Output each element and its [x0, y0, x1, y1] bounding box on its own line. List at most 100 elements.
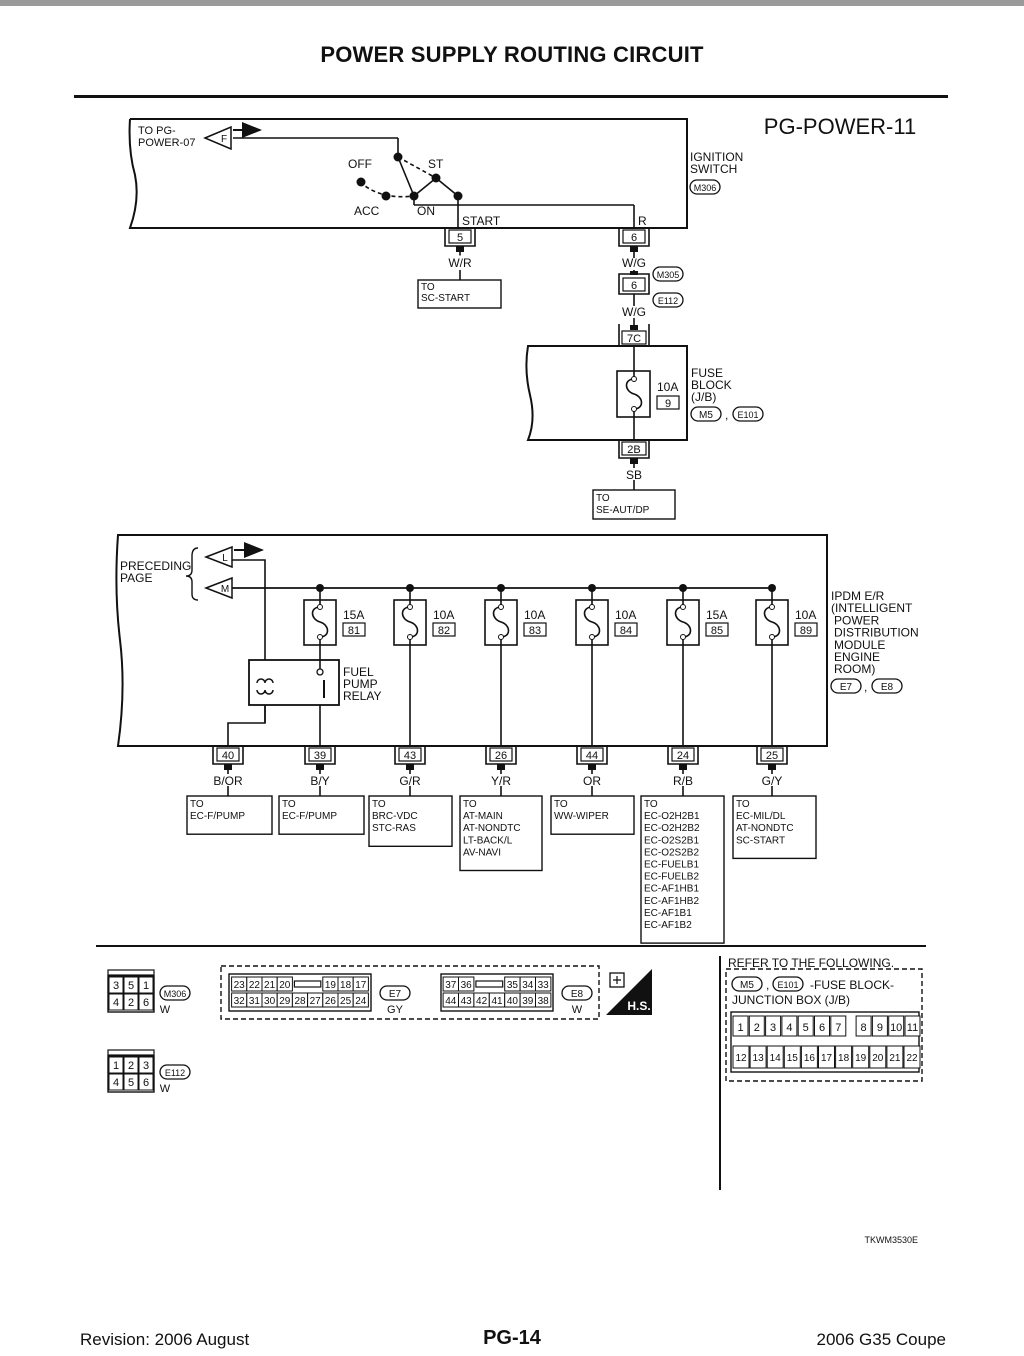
pin-number: 10 — [890, 1022, 902, 1034]
output-dest-line: AT-NONDTC — [736, 823, 794, 834]
output-dest-line: EC-O2H2B1 — [644, 811, 700, 822]
output-dest-line: TO — [554, 799, 568, 810]
footer-page-number: PG-14 — [483, 1327, 541, 1349]
diagram-id: PG-POWER-11 — [764, 114, 916, 139]
joint-connector: 6 — [618, 271, 650, 295]
output-dest-line: TO — [190, 799, 204, 810]
ipdm-fuse-rating: 15A — [706, 608, 727, 622]
connector-color: W — [572, 1004, 583, 1016]
relay-label-3: RELAY — [343, 689, 381, 703]
footer-revision: Revision: 2006 August — [80, 1330, 250, 1349]
ipdm-fuse-rating: 10A — [795, 608, 816, 622]
relay-coil-symbol — [256, 678, 274, 684]
page-title: POWER SUPPLY ROUTING CIRCUIT — [320, 42, 704, 67]
pin-number: 8 — [861, 1022, 867, 1034]
ipdm-label: IPDM E/R(INTELLIGENTPOWERDISTRIBUTIONMOD… — [831, 589, 919, 676]
joint-pin-label: 6 — [631, 280, 637, 292]
pin-2b-label: 2B — [627, 444, 640, 456]
pin-number: 3 — [143, 1060, 149, 1072]
output-dest-line: EC-O2S2B1 — [644, 835, 699, 846]
pin-number: 27 — [310, 996, 322, 1007]
output-wire: B/Y — [310, 774, 329, 788]
ipdm-label-line: (INTELLIGENT — [831, 601, 913, 615]
refer-m5-text: M5 — [740, 980, 754, 991]
connector-e101-text: E101 — [737, 410, 758, 420]
output-wire: G/R — [399, 774, 421, 788]
pin-number: 4 — [113, 1077, 119, 1089]
pin-7c-label: 7C — [627, 333, 641, 345]
connector-f-letter: F — [221, 134, 227, 145]
output-dest-line: EC-O2S2B2 — [644, 847, 699, 858]
fuse-9-symbol — [625, 371, 643, 417]
pin-number: 40 — [507, 996, 519, 1007]
wire-wr-label: W/R — [448, 256, 472, 270]
output-dest-line: AT-NONDTC — [463, 823, 521, 834]
ipdm-fuse-rating: 10A — [433, 608, 454, 622]
pin-number: 34 — [522, 980, 534, 991]
ipdm-fuse-rating: 15A — [343, 608, 364, 622]
wire-wg-label: W/G — [622, 256, 646, 270]
connector-id: M306 — [164, 989, 187, 999]
connector-id: E112 — [165, 1068, 185, 1078]
refer-desc-1: -FUSE BLOCK- — [810, 978, 894, 992]
pin-number: 37 — [445, 980, 457, 991]
fuse-block-label-2: BLOCK — [691, 378, 732, 392]
fuse-9-number: 9 — [665, 398, 671, 410]
pin-number: 1 — [113, 1060, 119, 1072]
refer-sep: , — [766, 978, 769, 992]
fuel-pump-relay-box — [248, 659, 340, 706]
refer-e101-text: E101 — [777, 980, 798, 990]
output-pin: 25 — [766, 750, 778, 762]
ipdm-label-line: ROOM) — [834, 662, 875, 676]
refer-desc-2: JUNCTION BOX (J/B) — [732, 993, 850, 1007]
wire-wr-bg: W/R — [448, 256, 472, 270]
pin-number: 43 — [461, 996, 473, 1007]
hs-badge: H.S. — [606, 969, 652, 1015]
pin-number: 5 — [803, 1022, 809, 1034]
pin-number: 4 — [113, 997, 119, 1009]
pin-number: 25 — [340, 996, 352, 1007]
connector-color: GY — [387, 1004, 404, 1016]
output-dest-box — [732, 795, 817, 860]
output-wire: R/B — [673, 774, 693, 788]
output-wire: G/Y — [762, 774, 783, 788]
pin-number: 22 — [249, 980, 261, 991]
pin-number: 30 — [264, 996, 276, 1007]
pin-number: 21 — [889, 1053, 901, 1064]
connector-m5-text: M5 — [699, 410, 713, 421]
pin-number: 14 — [770, 1053, 782, 1064]
connector-m305-text: M305 — [657, 270, 680, 280]
output-dest-line: EC-O2H2B2 — [644, 823, 700, 834]
pin-number: 6 — [143, 997, 149, 1009]
pos-on: ON — [417, 204, 435, 218]
connector-m-letter: M — [221, 584, 229, 595]
output-dest-line: AT-MAIN — [463, 811, 503, 822]
pin-number: 20 — [279, 980, 291, 991]
fuse-block-label-1: FUSE — [691, 366, 723, 380]
output-wire: Y/R — [491, 774, 511, 788]
pos-st: ST — [428, 157, 444, 171]
ipdm-fuse-rating: 10A — [524, 608, 545, 622]
pin-number: 5 — [128, 1077, 134, 1089]
pin-number: 18 — [838, 1053, 850, 1064]
to-pg-line1: TO PG- — [138, 125, 176, 137]
pin-6-label: 6 — [631, 232, 637, 244]
pin-number: 12 — [735, 1053, 747, 1064]
connector-e7-text: E7 — [840, 682, 853, 693]
pin-number: 1 — [737, 1022, 743, 1034]
connector-m306-text: M306 — [694, 183, 717, 193]
connector-m5-badge — [690, 406, 722, 422]
pos-acc: ACC — [354, 204, 380, 218]
output-dest-line: EC-F/PUMP — [190, 811, 245, 822]
pin-number: 13 — [753, 1053, 765, 1064]
